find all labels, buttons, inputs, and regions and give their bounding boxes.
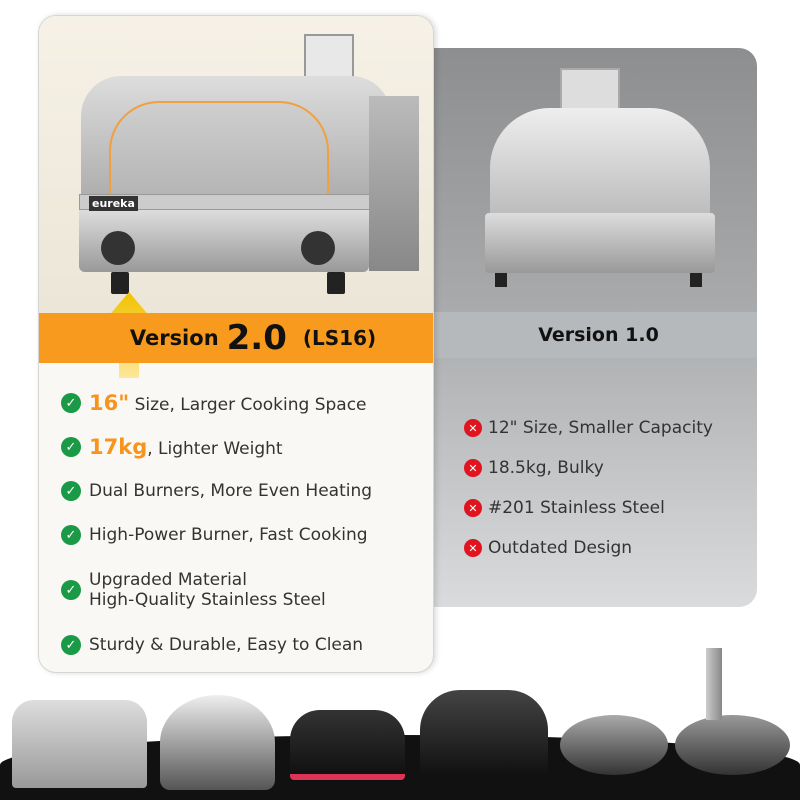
list-item: ✓ Dual Burners, More Even Heating xyxy=(61,469,372,513)
drawback-text: 18.5kg, Bulky xyxy=(488,458,604,478)
old-version-label: Version 1.0 xyxy=(420,312,757,358)
feature-text: High-Quality Stainless Steel xyxy=(89,590,326,610)
lineup-oven-6 xyxy=(675,715,790,775)
list-item: ✕ Outdated Design xyxy=(464,528,713,568)
new-version-card: eureka Version 2.0 (LS16) ✓ 16" Size, Lar… xyxy=(38,15,434,673)
feature-text: Dual Burners, More Even Heating xyxy=(89,481,373,501)
highlight: 17kg xyxy=(89,435,148,459)
cross-icon: ✕ xyxy=(464,419,482,437)
check-icon: ✓ xyxy=(61,580,81,600)
feature-text: High-Power Burner, Fast Cooking xyxy=(89,525,368,545)
feature-list: ✓ 16" Size, Larger Cooking Space ✓ 17kg, L… xyxy=(61,381,372,667)
list-item: ✓ High-Power Burner, Fast Cooking xyxy=(61,513,372,557)
feature-text: Size, Larger Cooking Space xyxy=(129,395,367,415)
check-icon: ✓ xyxy=(61,635,81,655)
check-icon: ✓ xyxy=(61,437,81,457)
list-item: ✓ 17kg, Lighter Weight xyxy=(61,425,372,469)
lineup-oven-4 xyxy=(420,690,548,775)
drawback-text: Outdated Design xyxy=(488,538,633,558)
version-word: Version xyxy=(129,326,219,350)
lineup-oven-6-chimney xyxy=(706,648,722,720)
feature-text: Upgraded Material xyxy=(89,570,247,590)
highlight: 16" xyxy=(89,391,130,415)
new-version-label: Version 2.0 (LS16) xyxy=(39,313,433,363)
feature-text: Sturdy & Durable, Easy to Clean xyxy=(89,635,364,655)
old-oven-image xyxy=(480,68,720,288)
feature-text: , Lighter Weight xyxy=(147,439,283,459)
new-oven-image: eureka xyxy=(39,16,433,313)
version-number: 2.0 xyxy=(226,318,287,358)
cross-icon: ✕ xyxy=(464,539,482,557)
lineup-oven-5 xyxy=(560,715,668,775)
list-item: ✓ Sturdy & Durable, Easy to Clean xyxy=(61,623,372,667)
check-icon: ✓ xyxy=(61,481,81,501)
drawback-text: #201 Stainless Steel xyxy=(488,498,665,518)
lineup-oven-2 xyxy=(160,695,275,790)
cross-icon: ✕ xyxy=(464,499,482,517)
brand-logo: eureka xyxy=(89,196,138,211)
list-item: ✓ 16" Size, Larger Cooking Space xyxy=(61,381,372,425)
list-item: ✕ 18.5kg, Bulky xyxy=(464,448,713,488)
old-version-card: Version 1.0 ✕ 12" Size, Smaller Capacity … xyxy=(420,48,757,607)
list-item: ✕ 12" Size, Smaller Capacity xyxy=(464,408,713,448)
drawback-text: 12" Size, Smaller Capacity xyxy=(488,418,713,438)
list-item: ✕ #201 Stainless Steel xyxy=(464,488,713,528)
check-icon: ✓ xyxy=(61,393,81,413)
model-code: (LS16) xyxy=(302,326,377,350)
cross-icon: ✕ xyxy=(464,459,482,477)
drawback-list: ✕ 12" Size, Smaller Capacity ✕ 18.5kg, Bul… xyxy=(464,408,713,568)
lineup-oven-3 xyxy=(290,710,405,780)
check-icon: ✓ xyxy=(61,525,81,545)
lineup-oven-1 xyxy=(12,700,147,788)
